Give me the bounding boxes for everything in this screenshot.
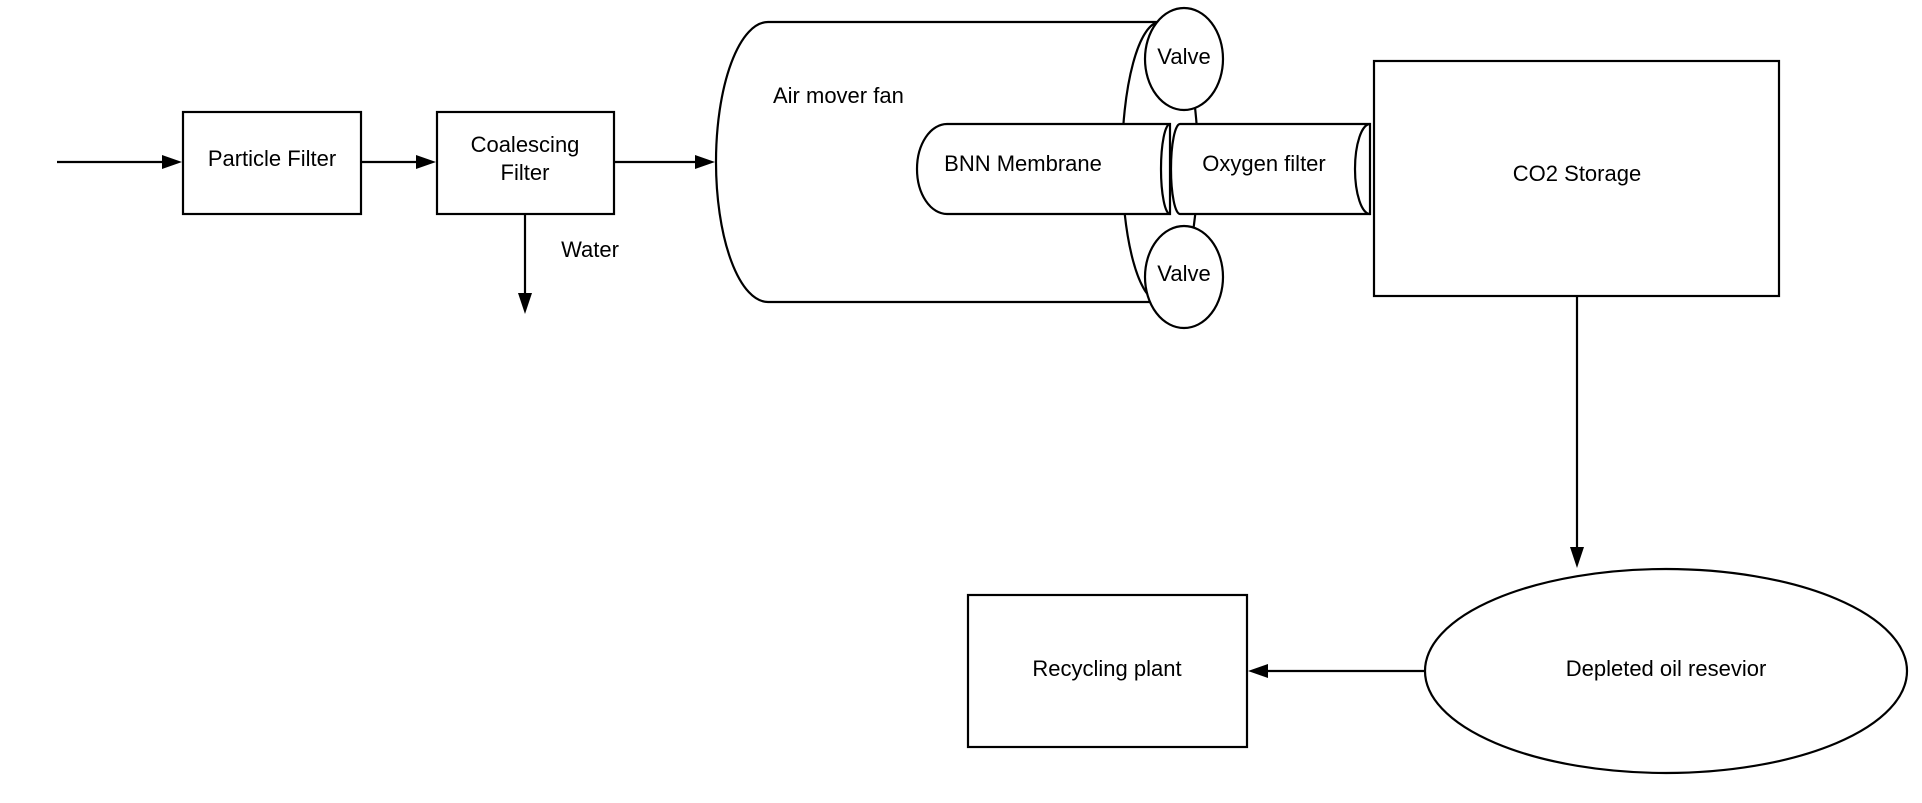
co2-storage-label: CO2 Storage	[1513, 161, 1641, 186]
arrow-coalescing-to-fan	[614, 155, 715, 169]
recycling-plant-label: Recycling plant	[1032, 656, 1181, 681]
bnn-membrane-node: BNN Membrane	[915, 122, 1172, 216]
arrow-reservoir-to-recycling	[1248, 664, 1425, 678]
particle-filter-node: Particle Filter	[181, 110, 363, 216]
coalescing-filter-node: Coalescing Filter	[435, 110, 616, 216]
valve-top-label: Valve	[1157, 44, 1210, 69]
air-mover-fan-label: Air mover fan	[773, 83, 904, 108]
water-label: Water	[561, 237, 619, 262]
valve-bottom-label: Valve	[1157, 261, 1210, 286]
arrow-particle-to-coalescing	[361, 155, 436, 169]
arrow-storage-to-reservoir	[1570, 296, 1584, 568]
oxygen-filter-node: Oxygen filter	[1169, 122, 1372, 216]
co2-storage-node: CO2 Storage	[1372, 59, 1781, 298]
water-outlet-arrow	[518, 214, 532, 314]
recycling-plant-node: Recycling plant	[966, 593, 1249, 749]
bnn-membrane-label: BNN Membrane	[944, 151, 1102, 176]
valve-bottom-node: Valve	[1143, 224, 1225, 330]
inlet-arrow	[57, 155, 182, 169]
coalescing-filter-label-line2: Filter	[501, 160, 550, 185]
oxygen-filter-label: Oxygen filter	[1202, 151, 1326, 176]
depleted-oil-reservoir-label: Depleted oil resevior	[1566, 656, 1767, 681]
coalescing-filter-label-line1: Coalescing	[471, 132, 580, 157]
depleted-oil-reservoir-node: Depleted oil resevior	[1423, 567, 1909, 775]
particle-filter-label: Particle Filter	[208, 146, 336, 171]
valve-top-node: Valve	[1143, 6, 1225, 112]
